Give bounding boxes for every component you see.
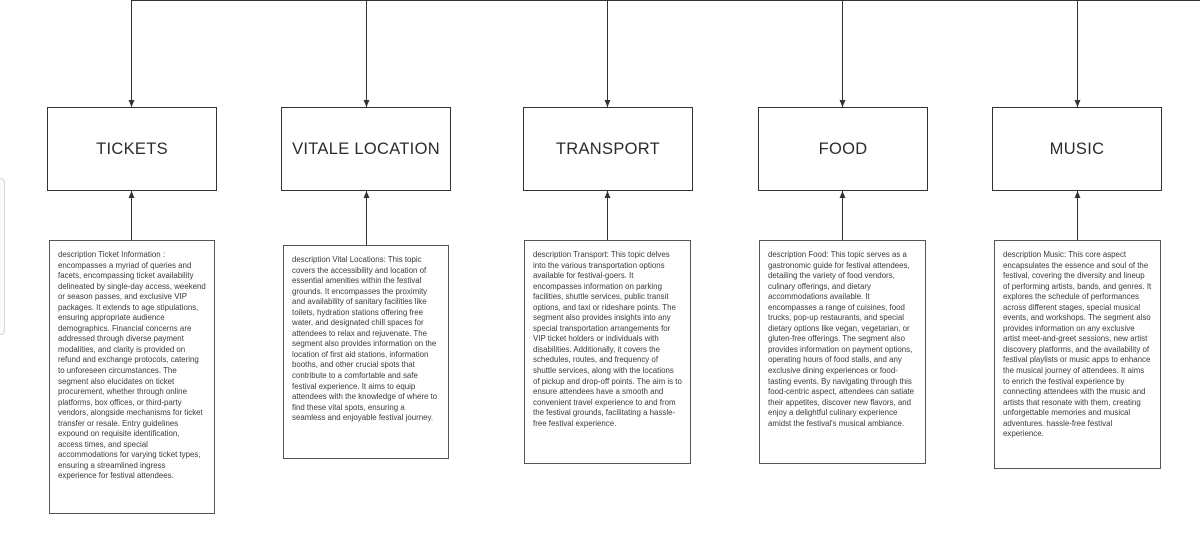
description-note-vital-locations[interactable]: description Vital Locations: This topic …	[283, 245, 449, 459]
description-text: description Transport: This topic delves…	[533, 250, 682, 428]
topic-box-transport[interactable]: TRANSPORT	[523, 107, 693, 191]
description-text: description Music: This core aspect enca…	[1003, 250, 1152, 439]
topic-box-vitale-location[interactable]: VITALE LOCATION	[281, 107, 451, 191]
topic-title: MUSIC	[1049, 139, 1105, 158]
description-text: description Vital Locations: This topic …	[292, 255, 438, 423]
topic-box-music[interactable]: MUSIC	[992, 107, 1162, 191]
topic-title: FOOD	[818, 139, 868, 158]
topic-title: TICKETS	[96, 139, 168, 158]
topic-title: VITALE LOCATION	[292, 139, 440, 158]
description-note-transport[interactable]: description Transport: This topic delves…	[524, 240, 691, 464]
description-text: description Ticket Information : encompa…	[58, 250, 206, 481]
topic-box-food[interactable]: FOOD	[758, 107, 928, 191]
topic-box-tickets[interactable]: TICKETS	[47, 107, 217, 191]
description-text: description Food: This topic serves as a…	[768, 250, 915, 428]
left-edge-tab[interactable]	[0, 178, 5, 335]
description-note-music[interactable]: description Music: This core aspect enca…	[994, 240, 1161, 469]
description-note-food[interactable]: description Food: This topic serves as a…	[759, 240, 926, 464]
topic-title: TRANSPORT	[555, 139, 661, 158]
description-note-tickets[interactable]: description Ticket Information : encompa…	[49, 240, 215, 514]
